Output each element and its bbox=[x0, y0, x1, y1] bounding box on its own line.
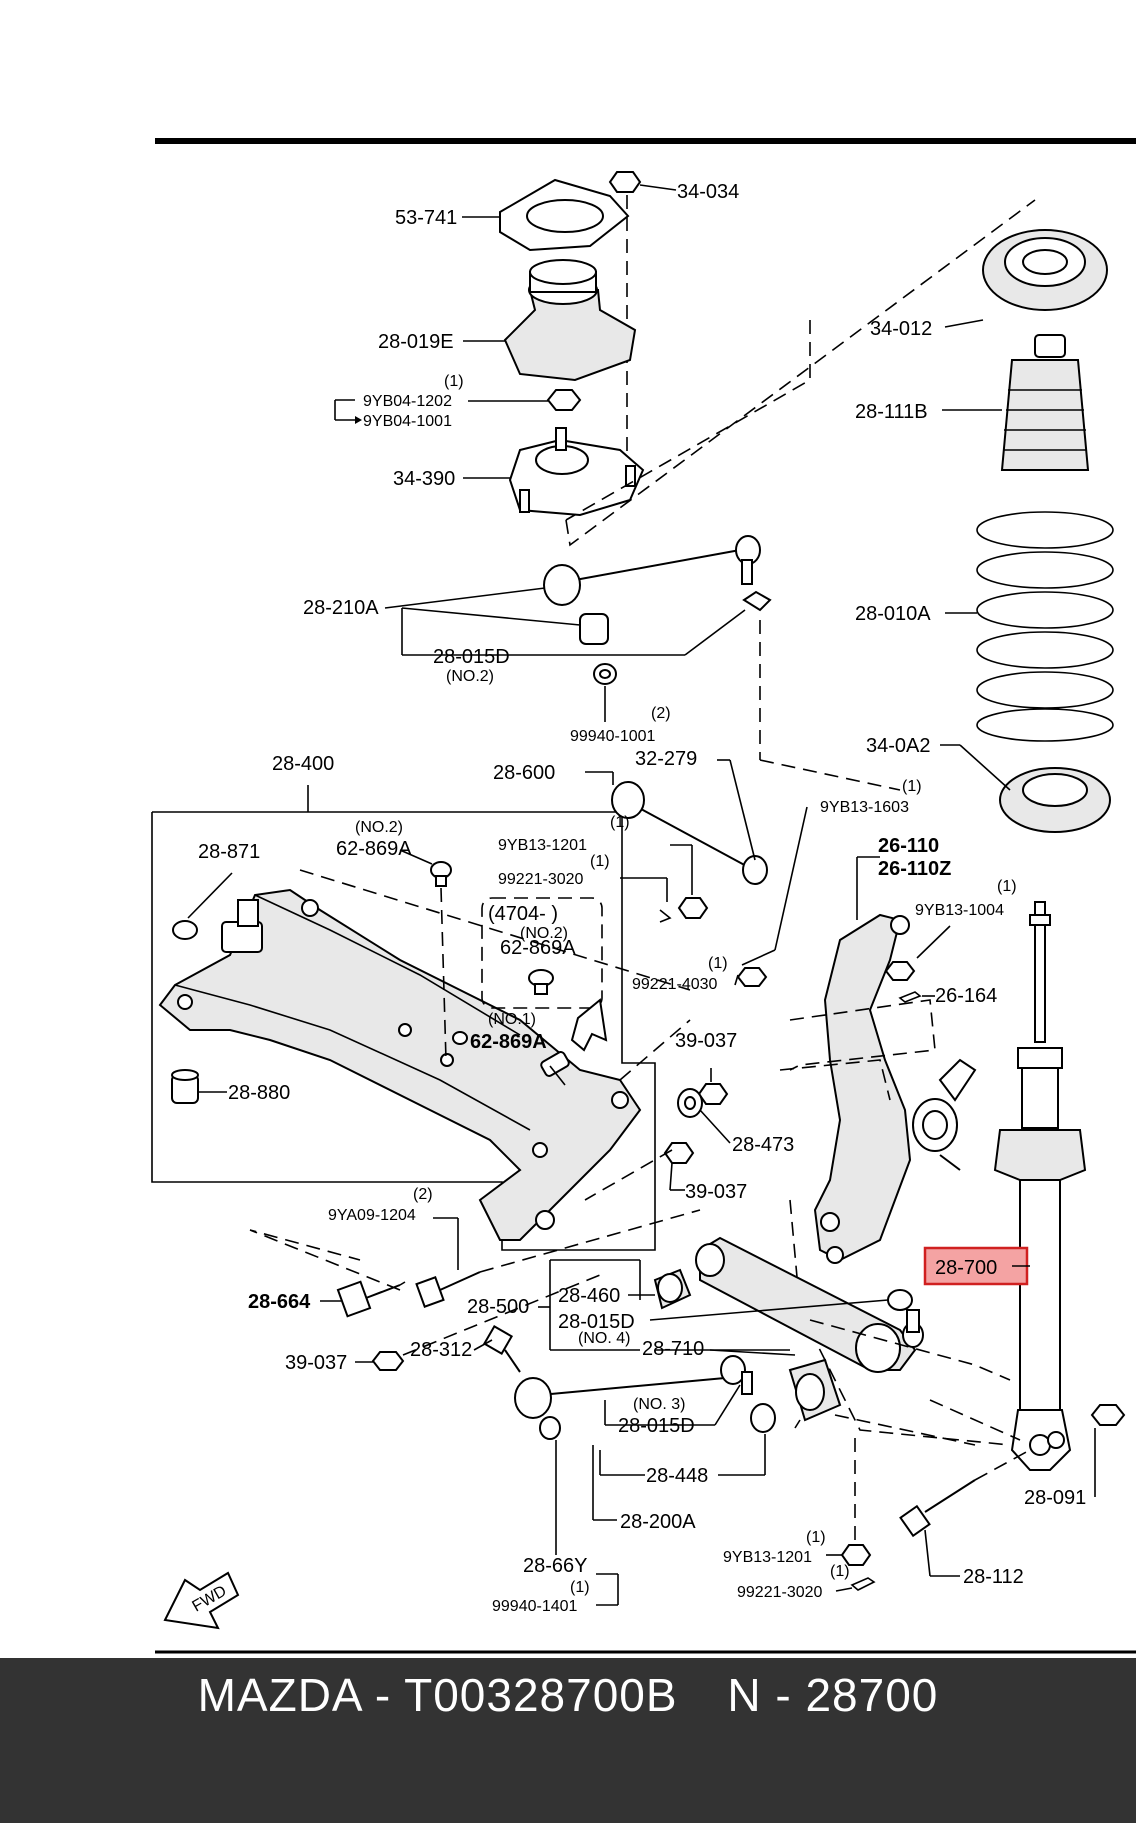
footer-brand: MAZDA - T00328700B bbox=[197, 1669, 678, 1721]
label-9yb13-1201-b: 9YB13-1201 bbox=[723, 1549, 812, 1566]
trailing-link bbox=[585, 759, 808, 987]
label-qty-1g: (1) bbox=[806, 1529, 826, 1546]
label-qty-1a: (1) bbox=[444, 373, 464, 390]
shock-absorber-28-700 bbox=[993, 901, 1087, 1471]
label-28-448: 28-448 bbox=[646, 1465, 708, 1487]
label-34-390: 34-390 bbox=[393, 468, 455, 490]
label-28-473: 28-473 bbox=[732, 1134, 794, 1156]
strut-mount-stack bbox=[334, 171, 1036, 547]
label-62-869a-a: 62-869A bbox=[336, 838, 412, 860]
label-28-112: 28-112 bbox=[963, 1566, 1024, 1588]
label-99940-1001: 99940-1001 bbox=[570, 728, 656, 745]
label-range-4704: (4704- ) bbox=[488, 903, 558, 925]
label-28-015d-low: 28-015D bbox=[618, 1415, 695, 1437]
label-28-700: 28-700 bbox=[935, 1257, 997, 1279]
label-qty-1c: (1) bbox=[610, 814, 630, 831]
label-32-279: 32-279 bbox=[635, 748, 697, 770]
label-28-010a: 28-010A bbox=[855, 603, 931, 625]
lateral-link-28-200a bbox=[514, 1355, 976, 1555]
label-9yb04-1202: 9YB04-1202 bbox=[363, 393, 452, 410]
label-qty-1i: (1) bbox=[570, 1579, 590, 1596]
label-62-869a-box: 62-869A bbox=[500, 937, 576, 959]
label-9yb04-1001: 9YB04-1001 bbox=[363, 413, 452, 430]
crossmember-group bbox=[151, 785, 731, 1251]
label-28-460: 28-460 bbox=[558, 1285, 620, 1307]
label-no2-box: (NO.2) bbox=[520, 925, 568, 942]
label-28-600: 28-600 bbox=[493, 762, 555, 784]
label-qty-1e: (1) bbox=[997, 878, 1017, 895]
label-62-869a-bold: 62-869A bbox=[470, 1031, 547, 1053]
label-28-66y: 28-66Y bbox=[523, 1555, 588, 1577]
label-9yb13-1201-a: 9YB13-1201 bbox=[498, 837, 587, 854]
footer-bar bbox=[0, 1658, 1136, 1823]
label-28-111b: 28-111B bbox=[855, 401, 928, 423]
label-26-110z: 26-110Z bbox=[878, 858, 951, 880]
label-28-880: 28-880 bbox=[228, 1082, 290, 1104]
label-9ya09-1204: 9YA09-1204 bbox=[328, 1207, 416, 1224]
label-28-015d-mid: 28-015D bbox=[558, 1311, 635, 1333]
left-bolts bbox=[249, 1209, 701, 1373]
highlight-28-700[interactable]: 28-700 bbox=[923, 1246, 1030, 1286]
spring-strut-assembly bbox=[899, 229, 1126, 1577]
label-qty-1d: (1) bbox=[590, 853, 610, 870]
footer-caption: MAZDA - T00328700B N - 28700 bbox=[0, 1668, 1136, 1722]
label-26-110: 26-110 bbox=[878, 835, 939, 857]
label-99940-1401: 99940-1401 bbox=[492, 1598, 578, 1615]
part-labels: 53-741 34-034 28-019E (1) 9YB04-1202 9YB… bbox=[198, 181, 1086, 1615]
label-28-500: 28-500 bbox=[467, 1296, 529, 1318]
label-28-015d-top: 28-015D bbox=[433, 646, 510, 668]
label-qty-2a: (2) bbox=[651, 705, 671, 722]
lower-arm-group bbox=[538, 1236, 1011, 1381]
label-34-034: 34-034 bbox=[677, 181, 739, 203]
label-39-037-c: 39-037 bbox=[285, 1352, 347, 1374]
label-9yb13-1004: 9YB13-1004 bbox=[915, 902, 1004, 919]
coil-spring bbox=[976, 511, 1114, 742]
label-99221-4030: 99221-4030 bbox=[632, 976, 718, 993]
label-28-400: 28-400 bbox=[272, 753, 334, 775]
label-qty-2b: (2) bbox=[413, 1186, 433, 1203]
bottom-nuts bbox=[596, 1430, 876, 1606]
label-qty-1b: (1) bbox=[902, 778, 922, 795]
knuckle-26-110 bbox=[779, 856, 1011, 1446]
label-9yb13-1603: 9YB13-1603 bbox=[820, 799, 909, 816]
label-no4: (NO. 4) bbox=[578, 1330, 630, 1347]
label-34-012: 34-012 bbox=[870, 318, 932, 340]
label-34-0a2: 34-0A2 bbox=[866, 735, 931, 757]
upper-link-28-210a bbox=[384, 535, 901, 791]
label-28-091: 28-091 bbox=[1024, 1487, 1086, 1509]
label-no1: (NO.1) bbox=[488, 1011, 536, 1028]
label-qty-1h: (1) bbox=[830, 1563, 850, 1580]
label-qty-1f: (1) bbox=[708, 955, 728, 972]
label-28-312: 28-312 bbox=[410, 1339, 472, 1361]
label-28-019e: 28-019E bbox=[378, 331, 454, 353]
label-no3: (NO. 3) bbox=[633, 1396, 685, 1413]
fwd-arrow-icon: FWD bbox=[163, 1571, 240, 1630]
label-53-741: 53-741 bbox=[395, 207, 457, 229]
label-26-164: 26-164 bbox=[935, 985, 997, 1007]
label-99221-3020-b: 99221-3020 bbox=[737, 1584, 823, 1601]
label-28-710: 28-710 bbox=[642, 1338, 704, 1360]
label-28-210a: 28-210A bbox=[303, 597, 379, 619]
label-39-037-b: 39-037 bbox=[685, 1181, 747, 1203]
label-28-871: 28-871 bbox=[198, 841, 260, 863]
label-28-664: 28-664 bbox=[248, 1291, 311, 1313]
label-39-037-a: 39-037 bbox=[675, 1030, 737, 1052]
label-no2-top: (NO.2) bbox=[446, 668, 494, 685]
label-28-200a: 28-200A bbox=[620, 1511, 696, 1533]
footer-part-number: N - 28700 bbox=[727, 1669, 939, 1721]
label-99221-3020-a: 99221-3020 bbox=[498, 871, 584, 888]
label-no2-mid: (NO.2) bbox=[355, 819, 403, 836]
